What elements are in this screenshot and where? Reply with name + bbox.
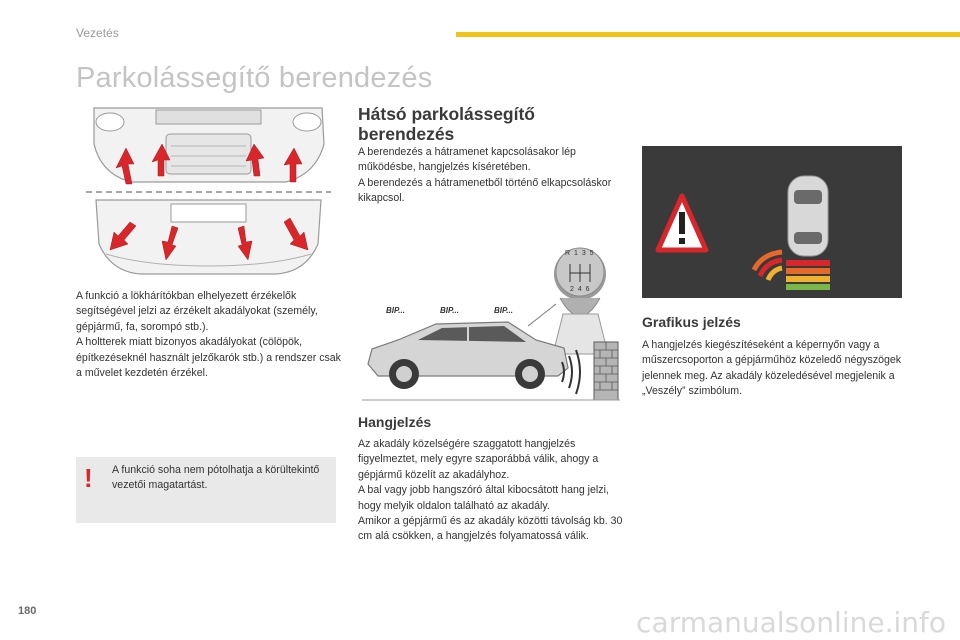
beep-label: BIP... bbox=[494, 306, 513, 315]
rear-parking-text: A berendezés a hátramenet kapcsolásakor … bbox=[358, 146, 612, 205]
beep-label: BIP... bbox=[386, 306, 405, 315]
reverse-gear-illustration: BIP... BIP... BIP... R 1 3 5 2 4 6 bbox=[358, 244, 623, 404]
gear-pattern-bottom: 2 4 6 bbox=[570, 286, 591, 293]
intro-paragraph: A funkció a lökhárítókban elhelyezett ér… bbox=[76, 290, 341, 380]
gear-pattern-top: R 1 3 5 bbox=[565, 250, 595, 257]
warning-note-box: ! A funkció soha nem pótolhatja a körült… bbox=[76, 457, 336, 523]
rear-parking-heading: Hátsó parkolássegítő berendezés bbox=[358, 104, 535, 144]
header-accent-bar bbox=[456, 32, 960, 37]
page-title: Parkolássegítő berendezés bbox=[76, 62, 433, 94]
section-header: Vezetés bbox=[76, 26, 119, 40]
bumper-sensors-illustration bbox=[86, 104, 331, 279]
graphic-signal-heading: Grafikus jelzés bbox=[642, 314, 741, 330]
warning-note-text: A funkció soha nem pótolhatja a körültek… bbox=[112, 464, 320, 492]
sound-signal-heading: Hangjelzés bbox=[358, 414, 432, 430]
graphic-signal-text: A hangjelzés kiegészítéseként a képernyő… bbox=[642, 339, 902, 398]
watermark: carmanualsonline.info bbox=[636, 606, 946, 639]
page-number: 180 bbox=[18, 605, 37, 617]
sound-signal-text: Az akadály közelségére szaggatott hangje… bbox=[358, 438, 623, 543]
graphic-display-illustration bbox=[642, 146, 902, 298]
exclamation-icon: ! bbox=[84, 463, 93, 493]
beep-label: BIP... bbox=[440, 306, 459, 315]
